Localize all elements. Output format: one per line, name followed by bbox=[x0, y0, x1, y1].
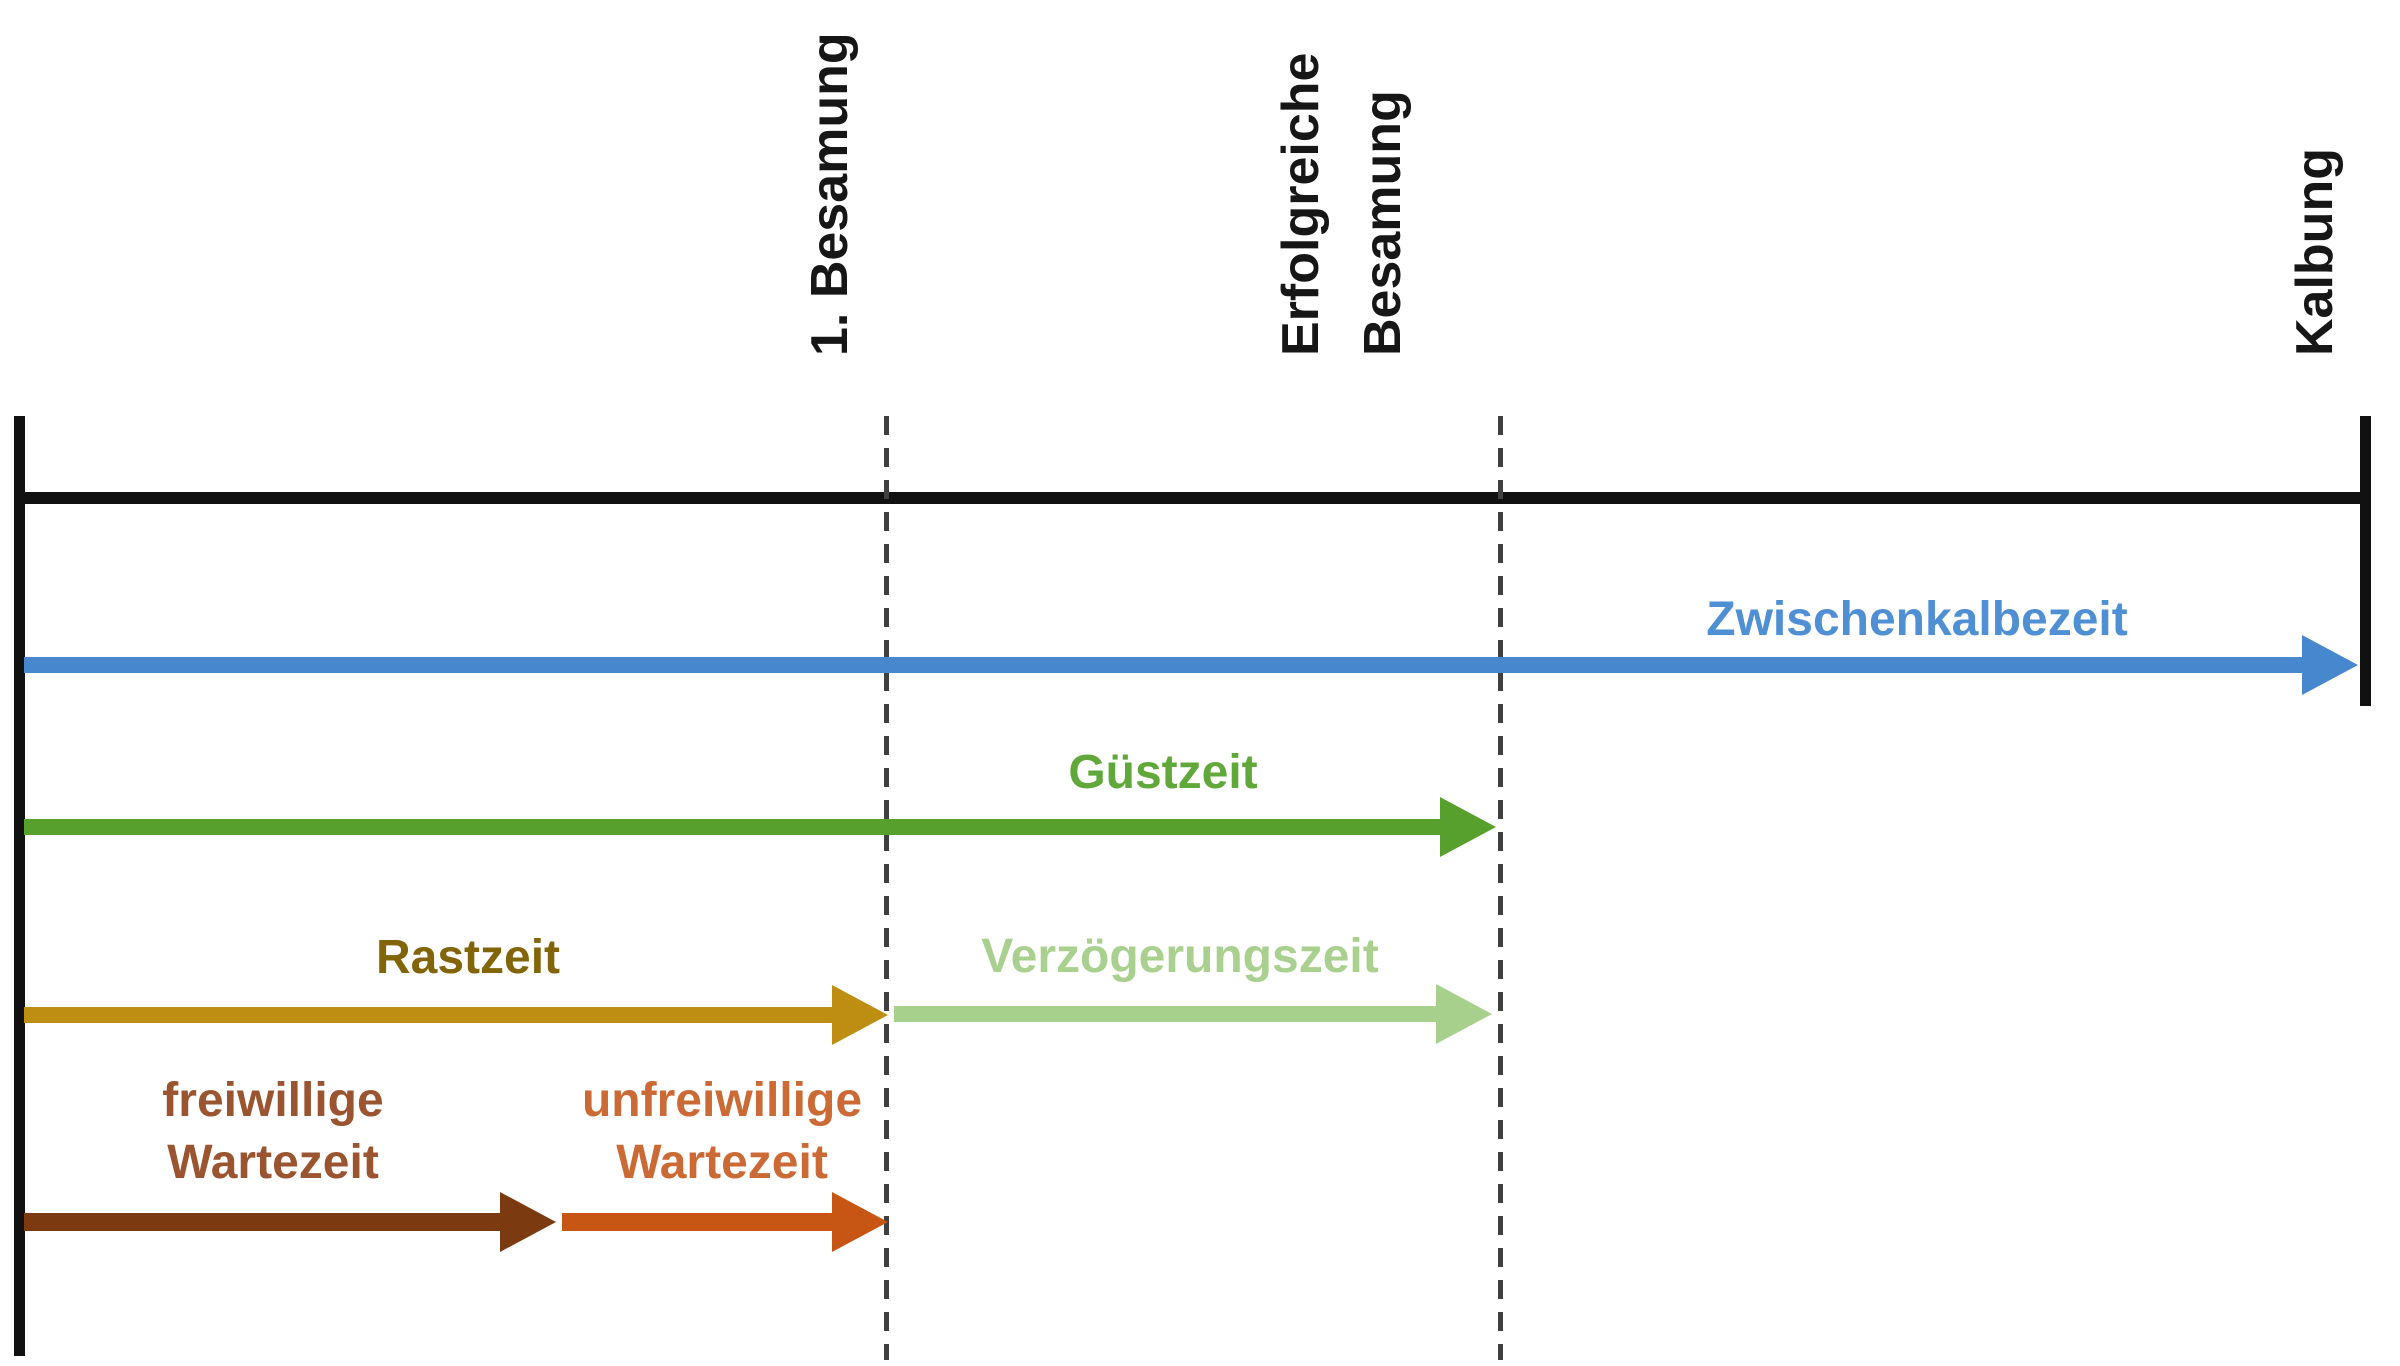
arrow-shaft bbox=[24, 1213, 500, 1231]
freiwillige-wartezeit-arrow bbox=[24, 1192, 556, 1252]
rastzeit-label: Rastzeit bbox=[375, 931, 561, 984]
dashed-line-first-insemination bbox=[884, 416, 889, 1360]
guestzeit-arrow bbox=[24, 797, 1496, 857]
label-line1: freiwillige bbox=[162, 1074, 384, 1127]
unfreiwillige-wartezeit-label: unfreiwillige Wartezeit bbox=[472, 1070, 972, 1194]
arrow-head bbox=[2302, 635, 2358, 695]
station-label-successful-insemination: Erfolgreiche Besamung bbox=[1260, 53, 1424, 356]
arrow-shaft bbox=[24, 657, 2302, 673]
dashed-line-successful-insemination bbox=[1498, 416, 1503, 1360]
station-label-line2: Besamung bbox=[1354, 90, 1412, 356]
guestzeit-label: Güstzeit bbox=[1068, 746, 1258, 799]
axis-tick-right bbox=[2360, 416, 2371, 706]
arrow-shaft bbox=[894, 1006, 1436, 1022]
arrow-shaft bbox=[24, 1007, 832, 1023]
rastzeit-arrow bbox=[24, 985, 888, 1045]
label-line2: Wartezeit bbox=[167, 1136, 379, 1189]
arrow-shaft bbox=[562, 1213, 832, 1231]
freiwillige-wartezeit-label: freiwillige Wartezeit bbox=[23, 1070, 523, 1194]
arrow-head bbox=[832, 985, 888, 1045]
label-line1: unfreiwillige bbox=[581, 1074, 863, 1127]
axis-tick-left bbox=[14, 416, 25, 1356]
arrow-head bbox=[832, 1192, 888, 1252]
station-label-kalbung-end: Kalbung bbox=[2286, 148, 2344, 356]
arrow-shaft bbox=[24, 819, 1440, 835]
arrow-head bbox=[1436, 984, 1492, 1044]
axis-main-line bbox=[14, 492, 2371, 504]
unfreiwillige-wartezeit-arrow bbox=[562, 1192, 888, 1252]
station-label-first-insemination: 1. Besamung bbox=[801, 32, 859, 356]
arrow-head bbox=[1440, 797, 1496, 857]
verzoegerungszeit-label: Verzögerungszeit bbox=[981, 930, 1379, 983]
label-line2: Wartezeit bbox=[616, 1136, 828, 1189]
arrow-head bbox=[500, 1192, 556, 1252]
verzoegerungszeit-arrow bbox=[894, 984, 1492, 1044]
zwischenkalbezeit-label: Zwischenkalbezeit bbox=[1706, 593, 2128, 646]
station-label-line1: Erfolgreiche bbox=[1272, 52, 1330, 356]
zwischenkalbezeit-arrow bbox=[24, 635, 2358, 695]
